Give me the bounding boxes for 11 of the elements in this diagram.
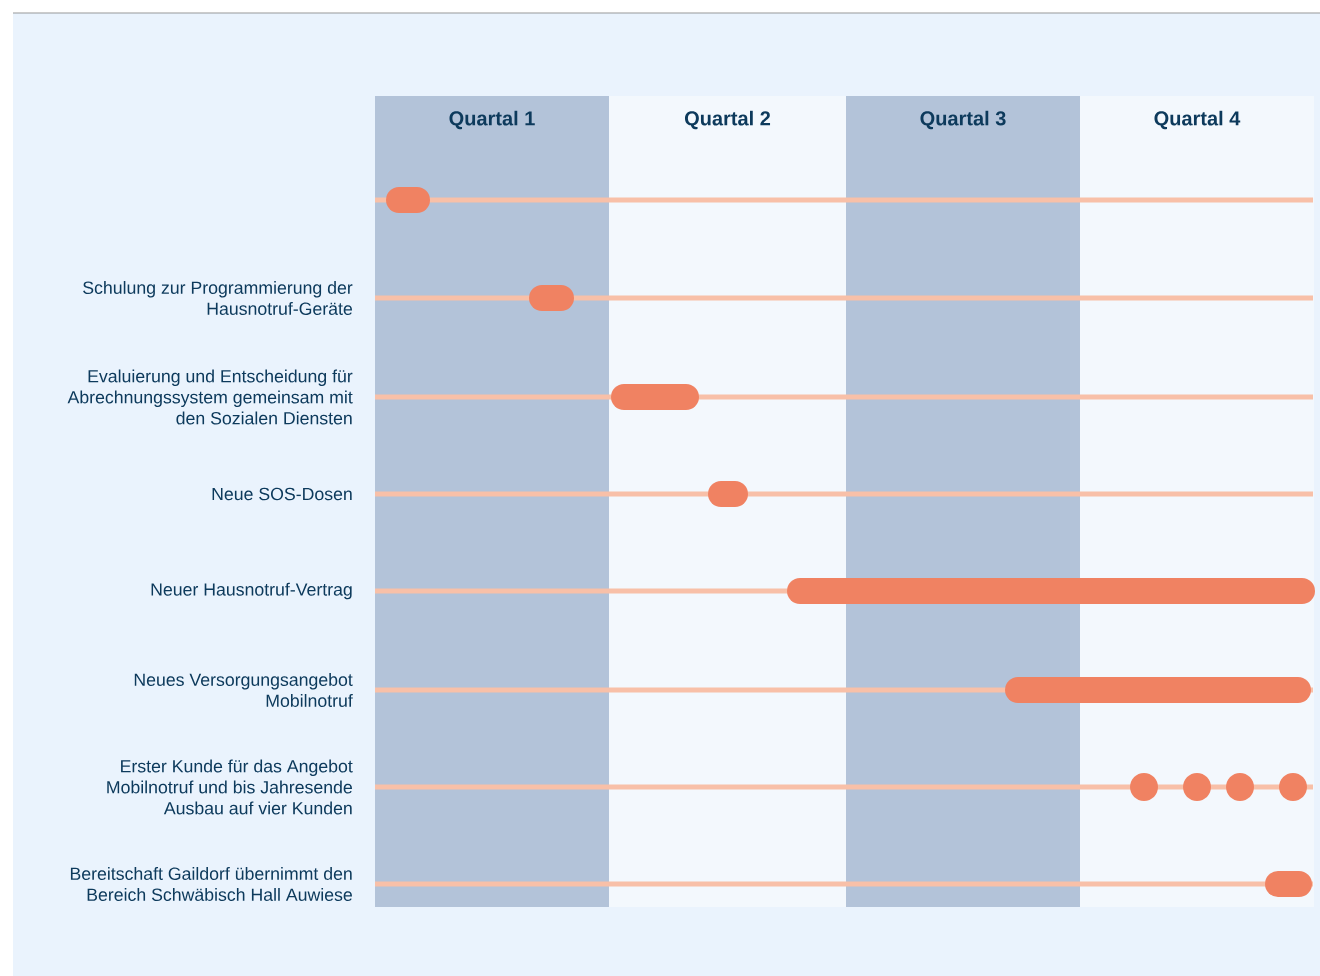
quarter-heading: Quartal 4	[1154, 110, 1241, 130]
row-label: Evaluierung und Entscheidung für Abrechnungssystem gemeinsam mit den Sozialen Diensten	[67, 369, 353, 425]
row-label: Neuer Hausnotruf-Vertrag	[151, 582, 352, 600]
row-label: Erster Kunde für das Angebot Mobilnotruf und bis Jahresende Ausbau auf vier Kunden	[107, 759, 353, 815]
row-label: Schulung zur Programmierung der Hausnotruf-Geräte	[83, 281, 353, 315]
row-label: Neue SOS-Dosen	[212, 487, 352, 501]
quarter-heading: Quartal 3	[920, 110, 1006, 130]
row-label: Neues Versorgungsangebot Mobilnotruf	[134, 673, 353, 707]
quarter-heading: Quartal 2	[684, 110, 771, 130]
quarter-heading: Quartal 1	[449, 110, 535, 130]
row-label: Bereitschaft Gaildorf übernimmt den Bereich Schwäbisch Hall Auwiese	[70, 867, 352, 901]
